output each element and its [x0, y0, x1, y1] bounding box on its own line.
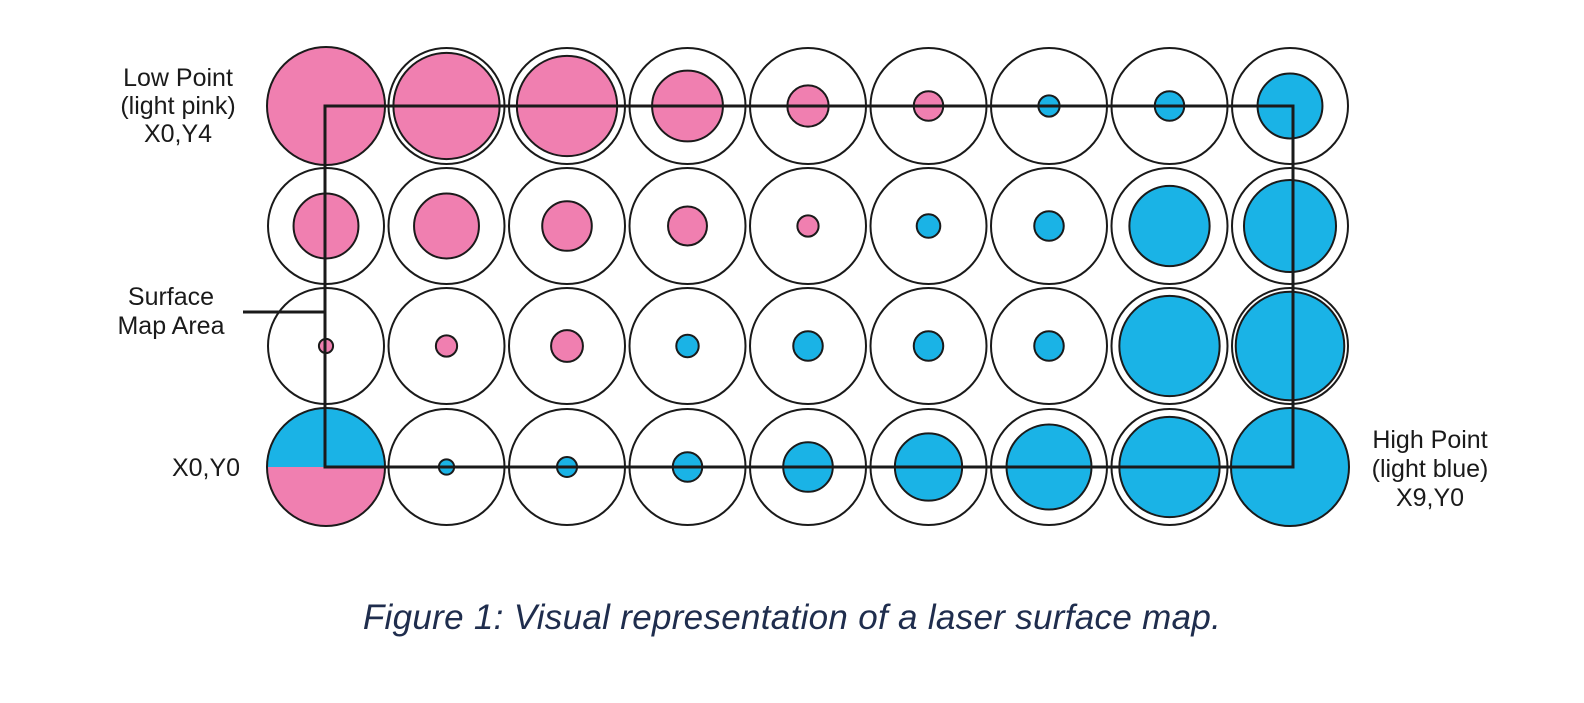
measurement-point: [387, 167, 506, 285]
low-point-coord: X0,Y4: [144, 120, 212, 148]
measurement-point: [869, 287, 988, 405]
measurement-point: [869, 167, 988, 285]
high-point-title: High Point: [1372, 426, 1487, 454]
point-value-disc-high: [1128, 184, 1211, 268]
measurement-point: [1110, 287, 1229, 405]
measurement-point: [628, 167, 747, 285]
measurement-points: [266, 46, 1350, 527]
point-lower-half-low: [267, 467, 385, 526]
point-value-disc-low: [413, 192, 480, 260]
point-value-disc-high: [792, 330, 824, 362]
measurement-point: [628, 287, 747, 405]
figure-caption: Figure 1: Visual representation of a las…: [362, 598, 1222, 637]
high-point-coord: X9,Y0: [1396, 484, 1464, 512]
measurement-point: [1231, 167, 1349, 285]
point-value-disc-low: [796, 214, 820, 238]
point-value-disc-high: [1118, 294, 1221, 398]
point-value-disc-high: [1033, 330, 1065, 362]
measurement-point: [508, 287, 626, 405]
surface-map-label: Surface Map Area: [117, 283, 224, 340]
measurement-point: [749, 167, 867, 285]
low-point-label: Low Point (light pink) X0,Y4: [120, 64, 235, 148]
point-value-disc-high: [915, 213, 942, 239]
surface-map-area-frame: [323, 104, 1295, 469]
surface-map-subtitle: Map Area: [117, 312, 224, 340]
high-point-label: High Point (light blue) X9,Y0: [1372, 426, 1489, 512]
low-point-title: Low Point: [123, 64, 233, 92]
measurement-point: [387, 287, 506, 405]
point-value-disc-high: [1234, 290, 1346, 402]
measurement-point: [1110, 167, 1229, 285]
measurement-point: [1231, 287, 1349, 405]
measurement-point: [990, 287, 1108, 405]
high-point-color: (light blue): [1372, 455, 1489, 483]
measurement-point: [508, 167, 626, 285]
measurement-point: [990, 167, 1108, 285]
point-value-disc-high: [912, 330, 945, 362]
point-value-disc-low: [550, 329, 584, 363]
point-value-disc-high: [675, 333, 700, 359]
measurement-point: [749, 287, 867, 405]
point-value-disc-low: [434, 334, 459, 358]
surface-map-title: Surface: [128, 283, 214, 311]
point-value-disc-low: [667, 205, 708, 247]
low-point-color: (light pink): [120, 92, 235, 120]
origin-label: X0,Y0: [172, 454, 240, 482]
point-value-disc-high: [1033, 210, 1065, 242]
point-value-disc-high: [1242, 178, 1338, 274]
point-value-disc-low: [541, 200, 593, 252]
